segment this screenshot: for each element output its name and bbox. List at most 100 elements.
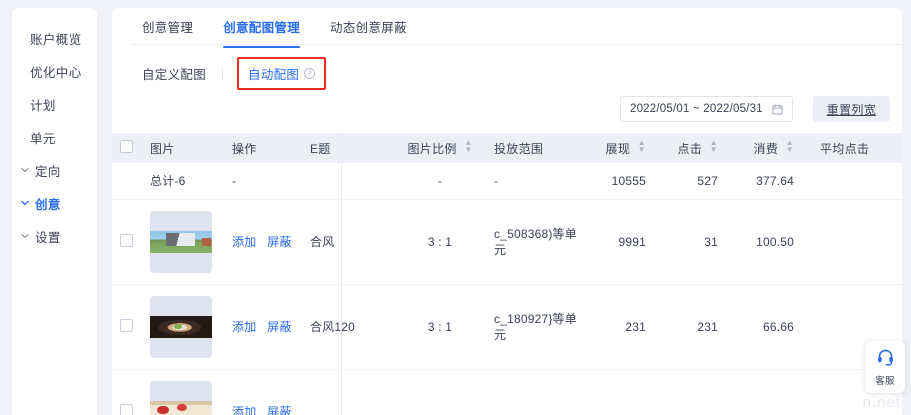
header-avg-click[interactable]: 平均点击 [812, 133, 902, 163]
table-row: 添加 屏蔽 合风 3 : 1 c_508368)等单元 9991 31 100.… [112, 199, 902, 285]
highlight-box-auto-image: 自动配图 ? [237, 56, 327, 90]
header-operation[interactable]: 操作 [224, 133, 302, 163]
block-link[interactable]: 屏蔽 [267, 235, 292, 249]
table-toolbar: 2022/05/01 ~ 2022/05/31 重置列宽 [112, 95, 902, 123]
thumbnail-photo-icon [150, 230, 212, 253]
row-clicks-cell: 31 [664, 199, 736, 285]
tab-divider [132, 44, 902, 45]
subtab-auto-image[interactable]: 自动配图 [248, 67, 300, 82]
tab-creative-management[interactable]: 创意管理 [142, 8, 193, 46]
add-link[interactable]: 添加 [232, 405, 257, 415]
headset-icon [876, 347, 895, 371]
header-label: 图片 [150, 141, 175, 156]
data-table: 图片 操作 E题 图片比例 ▲▼ 投放范围 [112, 133, 902, 415]
sidebar-item-creative[interactable]: 创意 [12, 187, 97, 220]
thumbnail-photo-icon [150, 315, 212, 338]
header-delivery-scope[interactable]: 投放范围 [486, 133, 586, 163]
row-impressions-cell: 231 [586, 284, 664, 370]
sidebar-item-label: 设置 [35, 231, 61, 245]
block-link[interactable]: 屏蔽 [267, 405, 292, 415]
table-row: 添加 屏蔽 [112, 369, 902, 415]
row-cost-cell: 66.66 [736, 284, 812, 370]
row-cost-cell [736, 369, 812, 415]
tab-dynamic-creative-block[interactable]: 动态创意屏蔽 [330, 8, 407, 46]
header-label: 展现 [605, 142, 631, 156]
tab-bar: 创意管理 创意配图管理 动态创意屏蔽 [112, 8, 902, 48]
table-total-row: 总计-6 - - - 10555 527 377.64 [112, 163, 902, 200]
help-icon[interactable]: ? [304, 67, 316, 79]
thumbnail-photo-icon [150, 400, 212, 415]
data-table-wrapper: 图片 操作 E题 图片比例 ▲▼ 投放范围 [112, 133, 902, 415]
total-select-cell [112, 163, 142, 200]
row-image-cell [142, 284, 224, 370]
chevron-down-icon [20, 231, 32, 241]
header-clicks[interactable]: 点击 ▲▼ [664, 133, 736, 163]
header-label: 平均点击 [820, 141, 870, 156]
row-avg-cell [812, 199, 902, 285]
row-scope-cell [486, 369, 586, 415]
row-title-cell [302, 369, 394, 415]
row-title-text: 合风120 [310, 319, 356, 334]
header-label: E题 [310, 141, 331, 156]
sidebar-item-campaign[interactable]: 计划 [12, 88, 97, 121]
row-select-cell [112, 369, 142, 415]
sort-icon[interactable]: ▲▼ [709, 138, 718, 154]
tab-label: 创意配图管理 [223, 21, 301, 35]
sort-icon[interactable]: ▲▼ [464, 138, 473, 154]
row-ratio-cell: 3 : 1 [394, 284, 486, 370]
tab-creative-image-management[interactable]: 创意配图管理 [223, 8, 301, 48]
sidebar-item-account-overview[interactable]: 账户概览 [12, 22, 97, 55]
row-ratio-cell: 3 : 1 [394, 199, 486, 285]
reset-column-width-label: 重置列宽 [826, 102, 876, 117]
row-cost-cell: 100.50 [736, 199, 812, 285]
reset-column-width-button[interactable]: 重置列宽 [812, 96, 890, 122]
row-scope-text: c_508368)等单元 [494, 226, 577, 257]
block-link[interactable]: 屏蔽 [267, 320, 292, 334]
header-image-ratio[interactable]: 图片比例 ▲▼ [394, 133, 486, 163]
row-checkbox[interactable] [120, 233, 133, 247]
subtab-bar: 自定义配图 自动配图 ? [112, 56, 902, 90]
row-scope-cell: c_180927}等单元 [486, 284, 586, 370]
sidebar-item-adgroup[interactable]: 单元 [12, 121, 97, 154]
header-cost[interactable]: 消费 ▲▼ [736, 133, 812, 163]
sidebar-item-label: 优化中心 [30, 66, 82, 80]
subtab-custom-image[interactable]: 自定义配图 [142, 67, 207, 82]
row-checkbox[interactable] [120, 318, 133, 332]
header-impressions[interactable]: 展现 ▲▼ [586, 133, 664, 163]
add-link[interactable]: 添加 [232, 235, 257, 249]
chevron-down-icon [20, 198, 32, 208]
date-range-picker[interactable]: 2022/05/01 ~ 2022/05/31 [619, 96, 793, 122]
total-cost-cell: 377.64 [736, 163, 812, 200]
sidebar-item-label: 定向 [35, 165, 61, 179]
total-ratio-cell: - [394, 163, 486, 200]
tab-label: 动态创意屏蔽 [330, 21, 407, 35]
calendar-icon [772, 103, 783, 115]
select-all-checkbox[interactable] [120, 140, 133, 153]
main-panel: 创意管理 创意配图管理 动态创意屏蔽 自定义配图 自动配图 ? 2022/05/… [112, 8, 902, 415]
add-link[interactable]: 添加 [232, 320, 257, 334]
row-title-text: 合风 [310, 234, 335, 249]
sidebar-item-optimization-center[interactable]: 优化中心 [12, 55, 97, 88]
header-title[interactable]: E题 [302, 133, 394, 163]
customer-service-label: 客服 [875, 376, 895, 387]
sidebar-item-settings[interactable]: 设置 [12, 220, 97, 253]
tab-label: 创意管理 [142, 21, 194, 35]
sort-icon[interactable]: ▲▼ [637, 138, 646, 154]
total-label-cell: 总计-6 [142, 163, 224, 200]
date-range-value: 2022/05/01 ~ 2022/05/31 [629, 103, 763, 115]
customer-service-button[interactable]: 客服 [865, 341, 905, 393]
total-avg-cell [812, 163, 902, 200]
row-image-cell [142, 369, 224, 415]
header-label: 操作 [232, 141, 257, 156]
sort-icon[interactable]: ▲▼ [785, 138, 794, 154]
sidebar-item-targeting[interactable]: 定向 [12, 154, 97, 187]
creative-thumbnail[interactable] [150, 295, 212, 358]
creative-thumbnail[interactable] [150, 210, 212, 273]
creative-thumbnail[interactable] [150, 380, 212, 415]
header-image[interactable]: 图片 [142, 133, 224, 163]
header-label: 点击 [677, 142, 703, 156]
sidebar-item-label: 单元 [30, 132, 56, 146]
table-header: 图片 操作 E题 图片比例 ▲▼ 投放范围 [112, 133, 902, 163]
row-scope-cell: c_508368)等单元 [486, 199, 586, 285]
row-checkbox[interactable] [120, 403, 133, 415]
